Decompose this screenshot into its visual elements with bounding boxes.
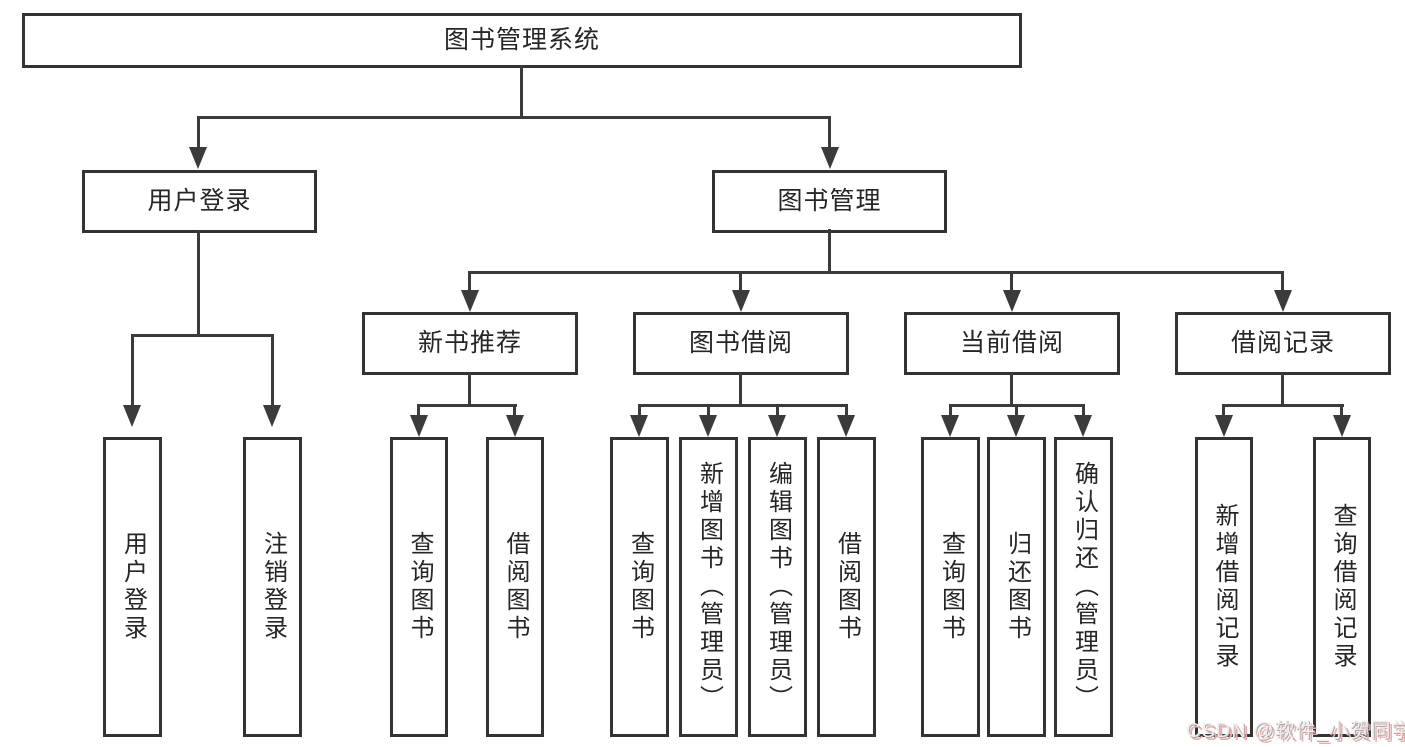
connector-line <box>520 65 523 119</box>
connector-line <box>1340 404 1343 418</box>
arrow-down-icon <box>699 415 717 437</box>
leaf-logout: 注销登录 <box>243 437 302 737</box>
arrow-down-icon <box>732 290 750 312</box>
leaf-add-book-admin: 新增图书（管理员） <box>679 437 738 737</box>
node-label: 查询图书 <box>406 531 433 643</box>
leaf-borrow-books: 借阅图书 <box>817 437 876 737</box>
node-label: 查询借阅记录 <box>1329 503 1356 671</box>
connector-line <box>828 116 831 149</box>
arrow-down-icon <box>1003 290 1021 312</box>
watermark: CSDN @软件_小贺同学 <box>1186 720 1405 742</box>
connector-line <box>1222 404 1225 418</box>
node-label: 图书管理系统 <box>443 26 600 54</box>
connector-line <box>468 271 471 292</box>
leaf-query-books-current: 查询图书 <box>921 437 980 737</box>
connector-line <box>845 404 848 418</box>
connector-line <box>197 230 200 337</box>
connector-line <box>513 404 516 418</box>
connector-line <box>638 404 641 418</box>
arrow-down-icon <box>837 415 855 437</box>
connector-line <box>1281 372 1284 407</box>
connector-line <box>1010 271 1013 292</box>
node-label: 借阅记录 <box>1230 329 1335 357</box>
leaf-query-borrow-record: 查询借阅记录 <box>1313 437 1371 737</box>
connector-line <box>1082 404 1085 418</box>
node-label: 新增借阅记录 <box>1211 503 1238 671</box>
connector-line <box>197 116 831 119</box>
node-label: 编辑图书（管理员） <box>764 461 792 713</box>
connector-line <box>417 404 420 418</box>
node-label: 用户登录 <box>119 531 147 643</box>
connector-line <box>828 229 831 274</box>
node-label: 新书推荐 <box>417 329 522 357</box>
connector-line <box>197 116 200 149</box>
node-label: 归还图书 <box>1003 531 1031 643</box>
connector-line <box>468 271 1284 274</box>
arrow-down-icon <box>1007 415 1025 437</box>
node-label: 当前借阅 <box>959 329 1064 357</box>
connector-line <box>776 404 779 418</box>
node-label: 借阅图书 <box>833 531 861 643</box>
leaf-add-borrow-record: 新增借阅记录 <box>1195 437 1253 737</box>
connector-line <box>271 334 274 407</box>
node-label: 借阅图书 <box>502 531 529 643</box>
arrow-down-icon <box>1333 415 1351 437</box>
connector-line <box>707 404 710 418</box>
arrow-down-icon <box>630 415 648 437</box>
node-label: 确认归还（管理员） <box>1070 461 1098 713</box>
connector-line <box>1281 271 1284 292</box>
connector-line <box>1015 404 1018 418</box>
arrow-down-icon <box>123 405 141 427</box>
arrow-down-icon <box>1074 415 1092 437</box>
node-label: 新增图书（管理员） <box>695 461 723 713</box>
arrow-down-icon <box>263 405 281 427</box>
connector-line <box>638 404 848 407</box>
arrow-down-icon <box>941 415 959 437</box>
arrow-down-icon <box>189 147 207 169</box>
node-label: 用户登录 <box>147 187 252 215</box>
connector-line <box>739 271 742 292</box>
node-borrow-records: 借阅记录 <box>1175 312 1391 375</box>
node-label: 查询图书 <box>937 531 965 643</box>
connector-line <box>131 334 134 407</box>
node-book-management: 图书管理 <box>712 170 947 233</box>
leaf-edit-book-admin: 编辑图书（管理员） <box>748 437 807 737</box>
arrow-down-icon <box>1274 290 1292 312</box>
connector-line <box>949 404 952 418</box>
leaf-confirm-return-admin: 确认归还（管理员） <box>1054 437 1113 737</box>
node-label: 注销登录 <box>259 531 287 643</box>
leaf-query-books-borrow: 查询图书 <box>610 437 669 737</box>
connector-line <box>1010 372 1013 407</box>
arrow-down-icon <box>1215 415 1233 437</box>
leaf-query-books-recommend: 查询图书 <box>390 437 448 737</box>
arrow-down-icon <box>821 147 839 169</box>
node-book-borrow: 图书借阅 <box>633 312 849 375</box>
arrow-down-icon <box>768 415 786 437</box>
node-root: 图书管理系统 <box>22 13 1022 68</box>
node-user-login: 用户登录 <box>82 170 317 233</box>
node-current-borrow: 当前借阅 <box>904 312 1120 375</box>
arrow-down-icon <box>461 290 479 312</box>
node-label: 查询图书 <box>626 531 654 643</box>
leaf-user-login: 用户登录 <box>103 437 162 737</box>
node-label: 图书管理 <box>777 187 882 215</box>
node-new-book-recommend: 新书推荐 <box>362 312 578 375</box>
connector-line <box>1222 404 1344 407</box>
connector-line <box>739 372 742 407</box>
connector-line <box>131 334 274 337</box>
connector-line <box>417 404 517 407</box>
arrow-down-icon <box>410 415 428 437</box>
connector-line <box>468 372 471 407</box>
leaf-return-book: 归还图书 <box>987 437 1046 737</box>
node-label: 图书借阅 <box>688 329 793 357</box>
arrow-down-icon <box>506 415 524 437</box>
leaf-borrow-books-recommend: 借阅图书 <box>486 437 544 737</box>
